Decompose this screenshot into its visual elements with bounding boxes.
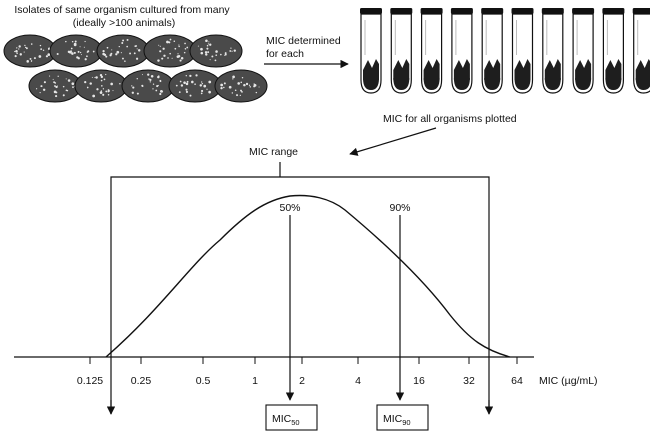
- test-tube: [572, 8, 595, 94]
- test-tube: [632, 8, 650, 94]
- culture-plate: [28, 69, 82, 103]
- mic90-label: MIC90: [383, 413, 411, 427]
- x-tick-label: 1: [252, 375, 258, 387]
- mic50-label: MIC50: [272, 413, 300, 427]
- distribution-curve: [105, 194, 511, 358]
- x-tick-label: 4: [355, 375, 361, 387]
- mic-determined-line2: for each: [266, 48, 304, 60]
- culture-plate: [49, 34, 103, 68]
- x-axis-ticks: 0.125 0.25 0.5 1 2 4 16 32 64: [77, 357, 523, 387]
- culture-plate: [214, 69, 268, 103]
- mic-determined-line1: MIC determined: [266, 35, 341, 47]
- culture-plate: [143, 34, 197, 68]
- isolates-caption-line1: Isolates of same organism cultured from …: [14, 4, 230, 16]
- x-tick-label: 32: [463, 375, 475, 387]
- x-tick-label: 64: [511, 375, 523, 387]
- mic-all-plotted-caption: MIC for all organisms plotted: [383, 113, 517, 125]
- test-tube: [390, 8, 413, 94]
- test-tube: [511, 8, 534, 94]
- x-axis-label: MIC (µg/mL): [539, 375, 598, 387]
- x-tick-label: 16: [413, 375, 425, 387]
- range-bracket: [110, 176, 490, 414]
- mic50-box: [265, 404, 318, 431]
- x-tick-label: 0.5: [196, 375, 211, 387]
- arrow-to-graph: [349, 127, 437, 156]
- test-tube: [481, 8, 504, 94]
- x-tick-label: 0.125: [77, 375, 103, 387]
- culture-plate: [74, 69, 128, 103]
- pct90-label: 90%: [389, 202, 410, 214]
- isolates-caption-line2: (ideally >100 animals): [73, 17, 175, 29]
- culture-plate: [3, 34, 57, 68]
- test-tube: [602, 8, 625, 94]
- x-tick-label: 0.25: [131, 375, 152, 387]
- mic-range-label: MIC range: [249, 146, 298, 158]
- pct50-label: 50%: [279, 202, 300, 214]
- mic90-box: [376, 404, 429, 431]
- test-tube: [360, 8, 382, 94]
- x-tick-label: 2: [299, 375, 305, 387]
- test-tube: [420, 8, 443, 94]
- culture-plates: [3, 34, 268, 103]
- test-tubes: [360, 8, 650, 94]
- test-tube: [541, 8, 564, 94]
- culture-plate: [96, 34, 150, 68]
- test-tube: [450, 8, 473, 94]
- culture-plate: [168, 69, 222, 103]
- culture-plate: [189, 34, 243, 68]
- culture-plate: [121, 69, 175, 103]
